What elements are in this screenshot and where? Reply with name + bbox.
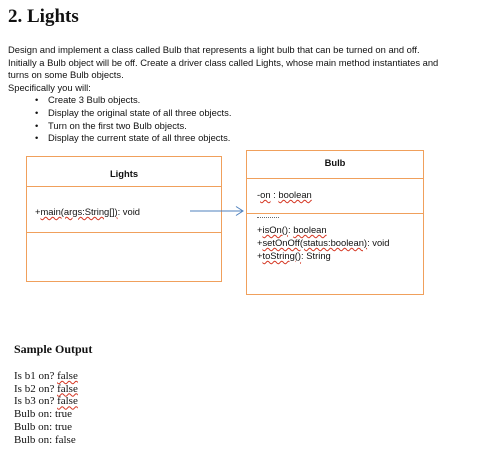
task-item: • Display the original state of all three… [8, 107, 486, 120]
task-item: • Display the current state of all three … [8, 132, 486, 145]
output-text: Is b2 on? [14, 382, 58, 395]
lights-class-box: Lights +main(args:String[]): void [26, 156, 222, 282]
type-separator: : [270, 189, 279, 200]
bulb-name-compartment: Bulb [247, 151, 423, 179]
visibility-marker: + [257, 250, 263, 261]
type-separator: : [288, 224, 294, 235]
bulb-method-tostring: +toString(): String [257, 250, 331, 262]
dotted-marker [257, 217, 279, 218]
task-list: • Create 3 Bulb objects. • Display the ori… [8, 94, 486, 144]
task-text: Turn on the first two Bulb objects. [48, 119, 187, 131]
lights-method-main: +main(args:String[]): void [35, 206, 140, 218]
lights-class-name: Lights [109, 168, 139, 179]
attribute-type: boolean [278, 189, 312, 200]
bulb-class-box: Bulb -on : boolean +isOn(): boolean +set… [246, 150, 424, 295]
bullet-icon: • [35, 106, 39, 118]
bulb-attributes-compartment: -on : boolean [247, 179, 423, 214]
sample-output-block: Is b1 on? false Is b2 on? false Is b3 on… [14, 370, 78, 446]
lights-name-compartment: Lights [27, 157, 221, 187]
task-text: Display the original state of all three … [48, 106, 232, 118]
output-text: Is b3 on? [14, 395, 58, 408]
sample-output-heading: Sample Output [14, 342, 93, 356]
method-signature: toString() [262, 250, 302, 261]
bulb-method-setonoff: +setOnOff(status:boolean): void [257, 237, 389, 249]
output-line: Is b2 on? false [14, 383, 78, 396]
visibility-marker: + [257, 224, 263, 235]
section-heading: 2. Lights [8, 6, 79, 27]
bulb-class-name: Bulb [324, 157, 346, 168]
association-arrow [190, 206, 244, 216]
bullet-icon: • [35, 119, 39, 131]
output-line: Bulb on: true [14, 421, 78, 434]
visibility-marker: + [35, 206, 41, 217]
output-text: Bulb on: true [14, 420, 73, 433]
task-item: • Turn on the first two Bulb objects. [8, 120, 486, 133]
output-text: Is b1 on? [14, 370, 58, 382]
bullet-icon: • [35, 132, 39, 144]
bulb-methods-compartment: +isOn(): boolean +setOnOff(status:boolea… [247, 214, 423, 293]
bulb-method-ison: +isOn(): boolean [257, 224, 327, 236]
attribute-name: on [260, 189, 271, 200]
output-line: Is b1 on? false [14, 370, 78, 383]
return-type: : void [117, 206, 141, 217]
task-item: • Create 3 Bulb objects. [8, 94, 486, 107]
return-type: : String [301, 250, 331, 261]
output-value: false [57, 370, 78, 382]
description-line-4: Specifically you will: [8, 81, 91, 93]
output-text: Bulb on: true [14, 408, 73, 421]
lights-empty-compartment [27, 233, 221, 280]
description-line-2: Initially a Bulb object will be off. Cre… [8, 56, 439, 68]
task-text: Create 3 Bulb objects. [48, 94, 141, 106]
output-line: Bulb on: false [14, 434, 78, 447]
visibility-marker: + [257, 237, 263, 248]
method-signature: isOn() [262, 224, 289, 235]
return-type: : void [367, 237, 390, 248]
output-value: false [57, 395, 78, 408]
method-signature: setOnOff(status:boolean) [262, 237, 368, 248]
assignment-description: Design and implement a class called Bulb… [8, 44, 486, 145]
visibility-marker: - [257, 189, 261, 200]
method-signature: main(args:String[]) [40, 206, 118, 217]
bulb-attribute-on: -on : boolean [257, 189, 312, 201]
output-text: Bulb on: false [14, 433, 76, 446]
task-text: Display the current state of all three o… [48, 132, 231, 144]
description-line-3: turns on some Bulb objects. [8, 69, 124, 81]
output-value: false [57, 382, 78, 395]
return-type: boolean [293, 224, 327, 235]
lights-methods-compartment: +main(args:String[]): void [27, 187, 221, 233]
description-line-1: Design and implement a class called Bulb… [8, 44, 420, 55]
output-line: Is b3 on? false [14, 395, 78, 408]
output-line: Bulb on: true [14, 408, 78, 421]
bullet-icon: • [35, 94, 39, 106]
